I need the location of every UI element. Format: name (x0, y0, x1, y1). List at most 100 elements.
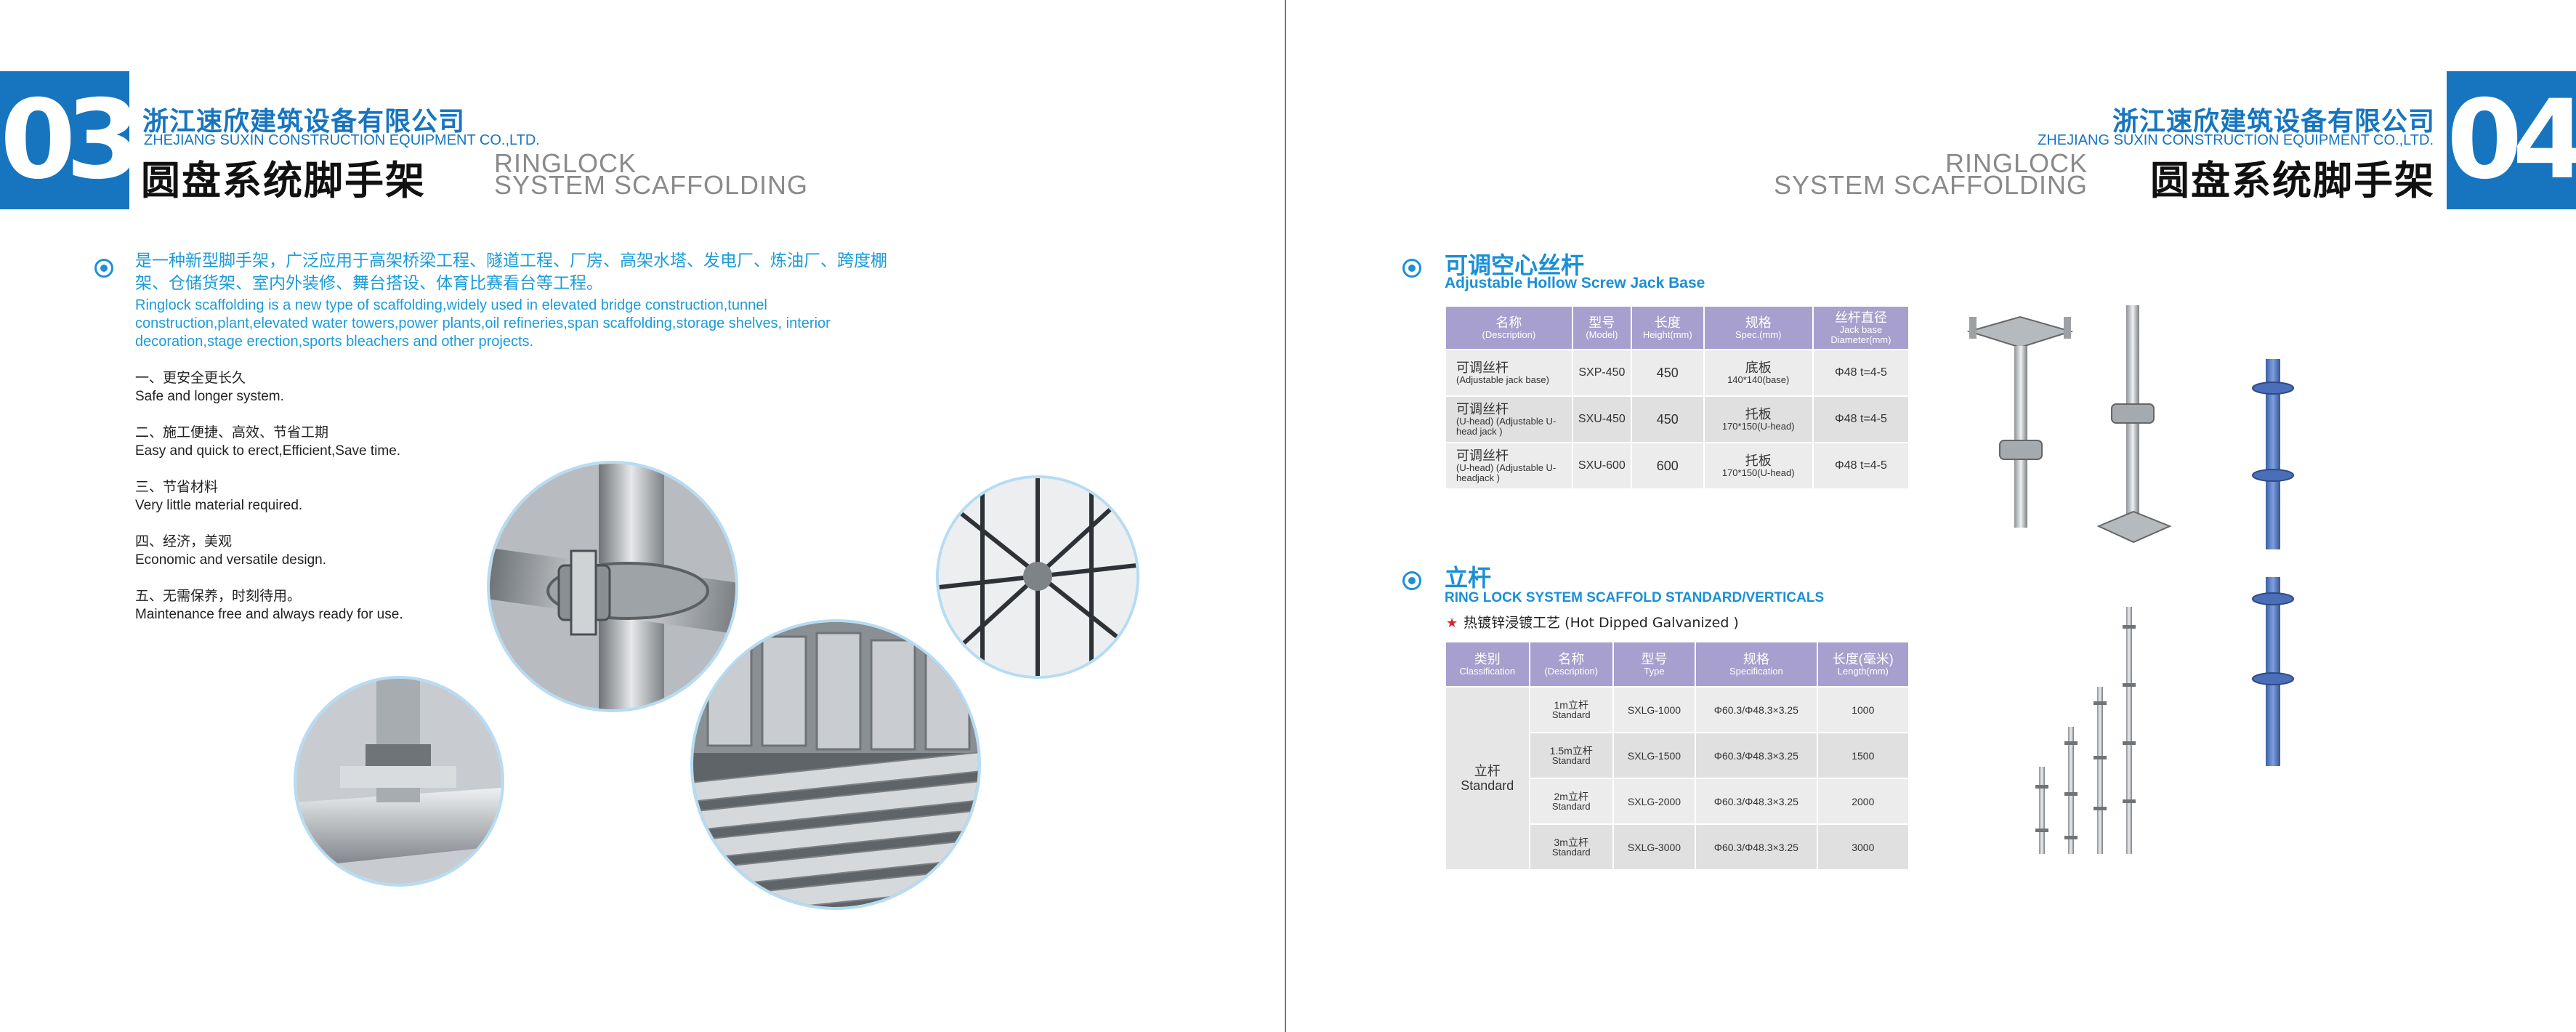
standard-section-title-en: RING LOCK SYSTEM SCAFFOLD STANDARD/VERTI… (1445, 590, 1825, 605)
title-en-line-1: RINGLOCK (1945, 148, 2088, 178)
table-cell: Φ60.3/Φ48.3×3.25 (1695, 778, 1818, 825)
feature-en: Safe and longer system. (135, 389, 284, 404)
table-cell: Φ60.3/Φ48.3×3.25 (1695, 823, 1818, 871)
jack-section-title-cn: 可调空心丝杆 (1445, 251, 1585, 279)
table-header: 名称(Description) (1445, 305, 1573, 350)
table-cell: SXLG-1500 (1612, 732, 1697, 779)
title-en-line-2: SYSTEM SCAFFOLDING (1773, 170, 2088, 200)
table-cell: SXLG-3000 (1612, 823, 1697, 871)
table-cell: Φ48 t=4-5 (1812, 442, 1910, 490)
feature-en: Easy and quick to erect,Efficient,Save t… (135, 443, 401, 459)
page-title-en: RINGLOCK SYSTEM SCAFFOLDING (1773, 148, 2088, 200)
feature-item: 三、节省材料 Very little material required. (135, 478, 302, 515)
galvanized-text: 热镀锌浸镀工艺 (Hot Dipped Galvanized ) (1463, 615, 1739, 631)
table-row: 可调丝杆(Adjustable jack base) SXP-450 450 底… (1445, 349, 1910, 397)
intro-text-en: Ringlock scaffolding is a new type of sc… (135, 297, 831, 350)
photo-pipe-connection (294, 676, 504, 887)
table-header: 长度(毫米)Length(mm) (1816, 641, 1910, 688)
feature-cn: 三、节省材料 (135, 479, 219, 495)
table-row: 可调丝杆(U-head) (Adjustable U-head jack ) S… (1445, 395, 1910, 443)
table-cell: 可调丝杆(U-head) (Adjustable U-head jack ) (1445, 395, 1573, 443)
photo-rosette-joint (487, 461, 738, 712)
table-cell: 1000 (1816, 686, 1910, 733)
table-header: 名称(Description) (1528, 641, 1614, 688)
jack-base-illustration (1962, 295, 2195, 564)
table-cell: SXU-600 (1571, 442, 1633, 490)
title-en-line-2: SYSTEM SCAFFOLDING (494, 170, 809, 200)
table-cell: 3000 (1816, 823, 1910, 871)
feature-item: 五、无需保养，时刻待用。 Maintenance free and always… (135, 587, 403, 624)
feature-cn: 五、无需保养，时刻待用。 (135, 588, 302, 604)
table-cell: Φ60.3/Φ48.3×3.25 (1695, 686, 1818, 733)
bullet-icon (1402, 259, 1421, 278)
left-page: 03 浙江速欣建筑设备有限公司 ZHEJIANG SUXIN CONSTRUCT… (0, 0, 1285, 1032)
table-cell: SXLG-1000 (1612, 686, 1697, 733)
galvanized-note: ★ 热镀锌浸镀工艺 (Hot Dipped Galvanized ) (1446, 612, 1739, 632)
table-cell: SXP-450 (1571, 349, 1633, 397)
table-cell: SXU-450 (1571, 395, 1633, 443)
feature-cn: 四、经济，美观 (135, 533, 233, 549)
star-icon: ★ (1446, 616, 1458, 631)
feature-item: 一、更安全更长久 Safe and longer system. (135, 369, 284, 406)
feature-cn: 二、施工便捷、高效、节省工期 (135, 424, 329, 440)
photo-stacked-pipes (690, 619, 981, 910)
page-gutter (1285, 0, 1292, 1032)
page-title-cn: 圆盘系统脚手架 (2150, 158, 2435, 203)
page-number-badge: 03 (0, 71, 142, 209)
standards-illustration (2017, 596, 2148, 865)
jack-section-title-en: Adjustable Hollow Screw Jack Base (1445, 275, 1705, 291)
table-cell: Φ48 t=4-5 (1812, 349, 1910, 397)
feature-cn: 一、更安全更长久 (135, 370, 246, 386)
feature-item: 二、施工便捷、高效、节省工期 Easy and quick to erect,E… (135, 424, 400, 460)
feature-item: 四、经济，美观 Economic and versatile design. (135, 533, 326, 569)
table-cell: Φ60.3/Φ48.3×3.25 (1695, 732, 1818, 779)
blue-standard-illustration (2250, 359, 2296, 766)
table-cell: 可调丝杆(U-head) (Adjustable U-headjack ) (1445, 442, 1573, 490)
table-cell: 450 (1631, 395, 1705, 443)
feature-en: Maintenance free and always ready for us… (135, 607, 403, 622)
table-cell: Φ48 t=4-5 (1812, 395, 1910, 443)
table-cell: SXLG-2000 (1612, 778, 1697, 825)
table-header: 型号(Model) (1571, 305, 1633, 350)
title-en-line-1: RINGLOCK (494, 148, 637, 178)
table-cell: 可调丝杆(Adjustable jack base) (1445, 349, 1573, 397)
feature-en: Very little material required. (135, 498, 303, 513)
table-cell: 1500 (1816, 732, 1910, 779)
company-name-en: ZHEJIANG SUXIN CONSTRUCTION EQUIPMENT CO… (2038, 132, 2434, 148)
company-name-en: ZHEJIANG SUXIN CONSTRUCTION EQUIPMENT CO… (144, 132, 540, 148)
standard-section-title-cn: 立杆 (1445, 564, 1492, 592)
feature-en: Economic and versatile design. (135, 552, 326, 568)
table-cell: 2000 (1816, 778, 1910, 825)
table-row: 可调丝杆(U-head) (Adjustable U-headjack ) SX… (1445, 442, 1910, 490)
table-cell: 450 (1631, 349, 1705, 397)
table-cell: 600 (1631, 442, 1705, 490)
bullet-icon (94, 259, 113, 278)
right-page: 04 浙江速欣建筑设备有限公司 ZHEJIANG SUXIN CONSTRUCT… (1291, 0, 2576, 1032)
intro-text-cn: 是一种新型脚手架，广泛应用于高架桥梁工程、隧道工程、厂房、高架水塔、发电厂、炼油… (135, 251, 887, 293)
company-name-cn: 浙江速欣建筑设备有限公司 (2112, 107, 2435, 137)
page-title-en: RINGLOCK SYSTEM SCAFFOLDING (494, 148, 809, 200)
page-title-cn: 圆盘系统脚手架 (141, 158, 426, 203)
